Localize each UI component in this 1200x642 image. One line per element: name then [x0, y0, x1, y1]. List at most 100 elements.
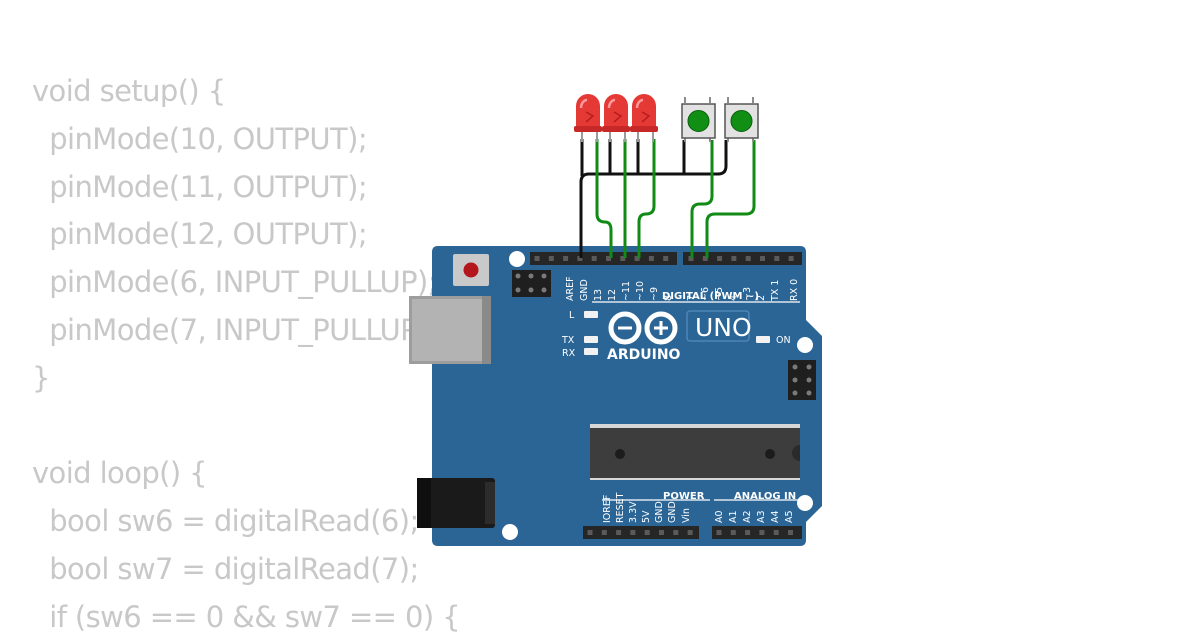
wire-pin6: [705, 140, 756, 258]
pin-label: ~6: [700, 287, 711, 301]
header-pin[interactable]: [688, 256, 694, 261]
analog-header-label: ANALOG IN: [734, 491, 796, 502]
pin-label: 13: [593, 289, 604, 301]
power-header: [583, 526, 699, 539]
brand-label: ARDUINO: [607, 347, 681, 363]
code-line: void setup() {: [32, 74, 226, 108]
mounting-hole: [509, 251, 525, 267]
digital-header-label: DIGITAL (PWM ~): [662, 291, 759, 302]
header-pin[interactable]: [577, 256, 583, 261]
pushbutton-2[interactable]: [724, 97, 759, 142]
header-pin[interactable]: [716, 530, 722, 535]
header-pin[interactable]: [702, 256, 708, 261]
pin-label: RX 0: [789, 279, 800, 301]
pin-label: ~11: [621, 281, 632, 301]
pin-label: 2: [756, 295, 767, 301]
header-pin[interactable]: [687, 530, 693, 535]
pin-label: 8: [663, 295, 674, 301]
mounting-hole: [797, 337, 813, 353]
code-listing: void setup() { pinMode(10, OUTPUT); pinM…: [32, 68, 461, 642]
usb-connector: [409, 296, 491, 364]
pin-label: A3: [756, 510, 767, 523]
header-pin[interactable]: [717, 256, 723, 261]
header-pin[interactable]: [620, 256, 626, 261]
model-label: UNO: [695, 313, 752, 342]
pin-label: 12: [607, 289, 618, 301]
code-line: if (sw6 == 0 && sw7 == 0) {: [32, 599, 461, 634]
led-label-tx: TX: [561, 335, 575, 346]
header-pin[interactable]: [601, 530, 607, 535]
header-pin[interactable]: [731, 256, 737, 261]
header-pin[interactable]: [634, 256, 640, 261]
power-header-label: POWER: [663, 491, 705, 502]
led-3[interactable]: [630, 94, 658, 142]
header-pin[interactable]: [548, 256, 554, 261]
pin-label: ~9: [649, 287, 660, 301]
onboard-leds: [584, 311, 770, 355]
pin-label: A5: [784, 510, 795, 523]
pin-label: A4: [770, 510, 781, 523]
analog-header: [712, 526, 802, 539]
header-pin[interactable]: [788, 256, 794, 261]
header-pin[interactable]: [616, 530, 622, 535]
icsp-header: [512, 270, 551, 297]
reset-button[interactable]: [453, 254, 489, 286]
header-pin[interactable]: [606, 256, 611, 261]
led-label-on: ON: [776, 335, 791, 346]
header-pin[interactable]: [760, 256, 765, 261]
header-pin[interactable]: [759, 530, 765, 535]
code-line: pinMode(10, OUTPUT);: [32, 121, 368, 156]
mounting-hole: [502, 524, 518, 540]
wire-pin10: [637, 139, 656, 258]
pin-label: Vin: [681, 508, 692, 523]
header-pin[interactable]: [773, 530, 779, 535]
header-pin[interactable]: [663, 256, 669, 261]
pin-label: GND: [579, 279, 590, 301]
pin-label: 7: [686, 295, 697, 301]
pin-label: 5V: [641, 510, 652, 523]
led-2[interactable]: [602, 94, 630, 142]
icsp-header-right: [788, 360, 816, 400]
header-pin[interactable]: [745, 256, 751, 261]
led-1[interactable]: [574, 94, 602, 142]
header-pin[interactable]: [591, 256, 597, 261]
header-pin[interactable]: [788, 530, 793, 535]
header-pin[interactable]: [644, 530, 650, 535]
header-pin[interactable]: [587, 530, 593, 535]
code-line: pinMode(12, OUTPUT);: [32, 217, 368, 252]
wire-pin12: [595, 139, 613, 258]
header-pin[interactable]: [673, 530, 679, 535]
pin-label: AREF: [565, 276, 576, 301]
header-pin[interactable]: [745, 530, 751, 535]
header-pin[interactable]: [563, 256, 569, 261]
pin-label: GND: [667, 501, 678, 523]
led-label-rx: RX: [562, 348, 576, 359]
pin-label: 4: [728, 295, 739, 301]
led-label-l: L: [569, 310, 575, 321]
pin-label: ~3: [742, 287, 753, 301]
power-jack: [417, 478, 495, 528]
digital-header: [530, 252, 802, 265]
model-box: [686, 310, 750, 342]
header-pin[interactable]: [534, 256, 540, 261]
header-pin[interactable]: [774, 256, 780, 261]
mounting-hole: [797, 495, 813, 511]
header-pin[interactable]: [730, 530, 736, 535]
code-line: pinMode(11, OUTPUT);: [32, 169, 368, 204]
code-line: pinMode(6, INPUT_PULLUP);: [32, 265, 437, 300]
header-pin[interactable]: [630, 530, 636, 535]
pin-label: A1: [728, 510, 739, 523]
pushbutton-1[interactable]: [681, 97, 716, 142]
pin-label: TX 1: [770, 280, 781, 302]
arduino-logo: [608, 311, 678, 345]
code-line: pinMode(7, INPUT_PULLUP);: [32, 312, 437, 347]
header-pin[interactable]: [648, 256, 654, 261]
code-line: void loop() {: [32, 456, 208, 491]
wires: [579, 139, 756, 258]
header-pin[interactable]: [659, 530, 664, 535]
